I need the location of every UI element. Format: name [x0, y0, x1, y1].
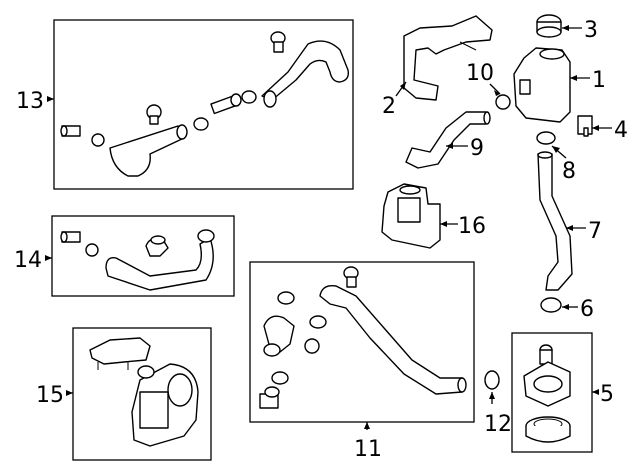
- sensor-4: 4: [577, 115, 628, 143]
- hose-7: 7: [537, 151, 602, 291]
- group-13-box: 13: [16, 19, 354, 190]
- hose-14-end: [197, 229, 215, 243]
- callout-7: 7: [588, 219, 602, 244]
- bracket-2: 2: [382, 15, 493, 119]
- callout-3: 3: [584, 18, 598, 43]
- leader-arrows: [45, 25, 599, 429]
- callout-5: 5: [600, 382, 614, 407]
- cap-3: 3: [536, 14, 598, 43]
- clamp-11-b: [309, 315, 327, 329]
- grommet-11: [304, 338, 320, 354]
- hose-9: 9: [405, 111, 491, 169]
- clip-13-top: [270, 31, 286, 53]
- elbow-13: [109, 125, 185, 177]
- callout-2: 2: [382, 94, 396, 119]
- clamp-11-c: [271, 371, 289, 385]
- callout-9: 9: [470, 136, 484, 161]
- connector-11: [259, 386, 280, 409]
- group-15-box: 15: [36, 327, 212, 461]
- reservoir-1: 1: [513, 47, 606, 123]
- clamp-13-c: [91, 133, 105, 147]
- callout-8: 8: [562, 159, 576, 184]
- clamp-10: 10: [466, 61, 511, 110]
- elbow-14: [145, 235, 169, 257]
- seal-5: [525, 416, 571, 443]
- callout-13: 13: [16, 89, 44, 114]
- elbow-11: [263, 315, 295, 353]
- clamp-12: 12: [484, 370, 512, 437]
- fitting-13: [146, 104, 162, 125]
- callout-15: 15: [36, 383, 64, 408]
- clamp-8: 8: [536, 131, 576, 184]
- group-14-box: 14: [14, 215, 235, 297]
- clamp-13-b: [193, 117, 209, 131]
- callout-16: 16: [458, 214, 486, 239]
- clamp-11-a: [277, 291, 295, 305]
- clamp-6: 6: [540, 297, 594, 322]
- connector-13-b: [60, 125, 81, 137]
- clip-11: [343, 266, 359, 288]
- group-11-box: 11: [249, 261, 475, 462]
- callout-4: 4: [614, 118, 628, 143]
- connector-13-a: [210, 93, 242, 115]
- hose-11: [319, 285, 463, 395]
- callout-11: 11: [354, 437, 382, 462]
- callout-1: 1: [592, 68, 606, 93]
- callout-12: 12: [484, 412, 512, 437]
- valve-16: 16: [381, 183, 486, 249]
- hose-13-upper: [261, 40, 350, 101]
- bracket-15: [89, 337, 151, 370]
- pump-5: [523, 344, 571, 407]
- callout-6: 6: [580, 297, 594, 322]
- clamp-14-a: [85, 243, 99, 257]
- callout-14: 14: [14, 248, 42, 273]
- hose-13-end: [263, 90, 277, 108]
- callout-10: 10: [466, 61, 494, 86]
- connector-14: [60, 231, 81, 243]
- clamp-13-a: [241, 90, 257, 104]
- valve-assembly-15: [131, 363, 199, 447]
- hose-14: [105, 237, 214, 291]
- group-5-box: 5: [511, 332, 614, 453]
